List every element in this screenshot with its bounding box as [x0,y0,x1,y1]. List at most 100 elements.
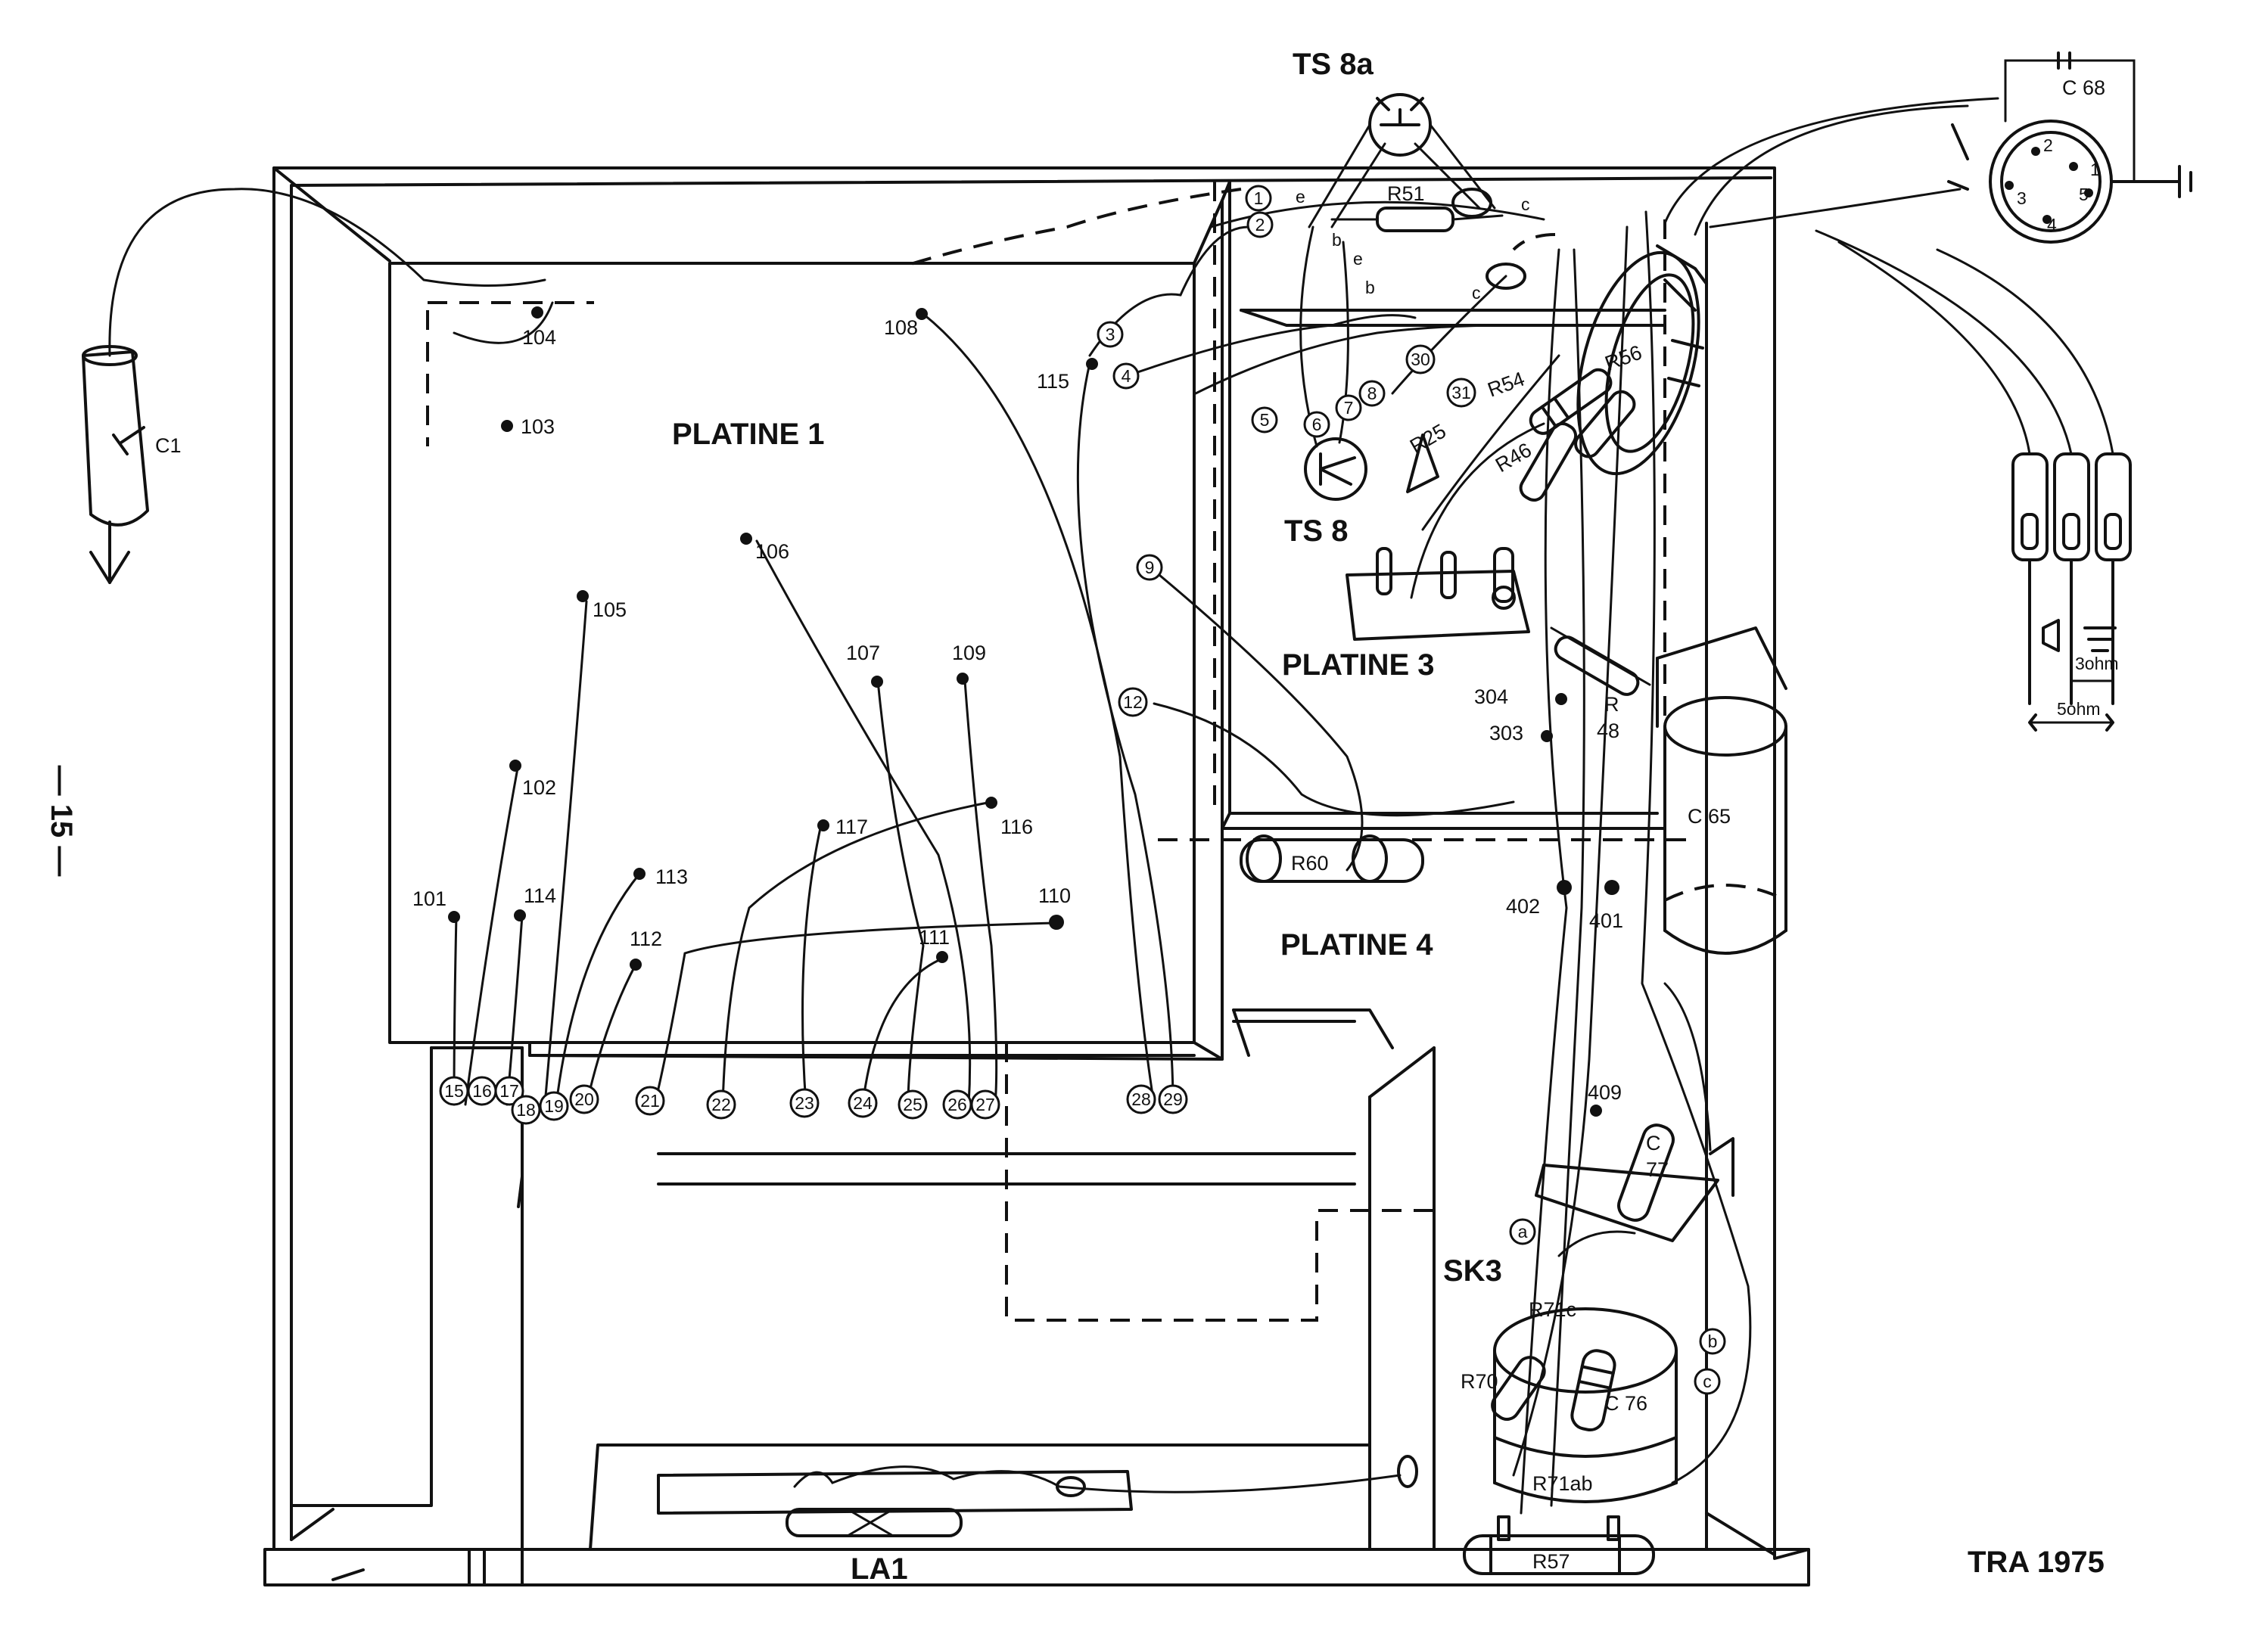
c68-label: C 68 [2062,76,2105,99]
la1-lamp [657,1455,1418,1537]
la1-label: LA1 [851,1552,908,1586]
platine-4-label: PLATINE 4 [1280,928,1433,962]
svg-text:c: c [1703,1372,1712,1391]
svg-text:2: 2 [1255,215,1265,235]
terminal-31: 31 [1446,378,1476,408]
svg-text:a: a [1518,1222,1528,1241]
point-108: 108 [884,308,928,339]
c65-capacitor [1656,626,1787,955]
svg-text:7: 7 [1344,398,1354,418]
terminal-27: 27 [970,1089,1000,1120]
terminal-20: 20 [569,1084,599,1114]
r48-label-a: R [1604,693,1619,716]
terminal-4: 4 [1112,362,1140,390]
base-label-1: b [1332,230,1342,250]
svg-text:110: 110 [1038,884,1071,907]
svg-text:26: 26 [947,1095,967,1114]
collector-label-2: c [1472,283,1481,303]
terminal-strip-platine3 [1346,547,1530,641]
point-109: 109 [952,642,986,685]
svg-text:103: 103 [521,415,555,438]
svg-text:402: 402 [1506,895,1540,918]
point-116: 116 [985,797,1033,838]
terminal-29: 29 [1158,1084,1188,1114]
svg-text:4: 4 [1122,366,1131,386]
svg-text:9: 9 [1145,558,1155,577]
c65-label: C 65 [1688,805,1731,828]
c77-label-a: C [1646,1132,1661,1154]
ts8-label: TS 8 [1284,514,1348,548]
svg-text:304: 304 [1474,685,1508,708]
point-402: 402 [1506,880,1572,918]
point-114: 114 [514,884,556,921]
svg-text:20: 20 [574,1089,594,1109]
din-pin-1: 1 [2090,160,2100,179]
terminal-1: 1 [1245,185,1272,212]
point-106: 106 [740,533,789,563]
svg-text:18: 18 [516,1100,536,1120]
terminal-8: 8 [1358,380,1386,407]
terminal-16: 16 [467,1076,497,1106]
c1-label: C1 [155,434,182,457]
point-117: 117 [817,816,868,838]
terminal-15: 15 [439,1076,469,1106]
terminal-25: 25 [898,1089,928,1120]
point-105: 105 [577,590,627,621]
terminal-a: a [1509,1218,1536,1245]
svg-text:111: 111 [919,926,950,949]
c68-din-socket [1947,51,2192,244]
ts8a-label: TS 8a [1293,48,1374,81]
terminal-26: 26 [942,1089,972,1120]
terminal-2: 2 [1246,211,1274,238]
svg-text:401: 401 [1589,909,1623,932]
svg-text:17: 17 [499,1081,519,1101]
svg-text:28: 28 [1131,1089,1151,1109]
emitter-label-2: e [1353,249,1363,269]
c76-label: C 76 [1604,1392,1647,1415]
r51-resistor [1330,188,1526,290]
svg-text:21: 21 [640,1091,660,1111]
din-pin-4: 4 [2047,215,2057,235]
point-103: 103 [501,415,555,438]
svg-text:116: 116 [1000,816,1033,838]
terminal-12: 12 [1118,687,1148,717]
component-labels: PLATINE 1 PLATINE 3 PLATINE 4 TS 8a TS 8… [45,48,2119,1586]
platine-3-label: PLATINE 3 [1282,648,1435,682]
r56-label: R56 [1602,341,1645,375]
terminal-17: 17 [494,1076,524,1106]
r51-label: R51 [1387,182,1425,205]
svg-text:102: 102 [522,776,556,799]
terminal-5: 5 [1251,406,1278,434]
ts8a-transistor [1308,93,1496,228]
c1-capacitor [82,188,546,584]
din-pin-2: 2 [2043,135,2053,155]
r48-label-b: 48 [1597,719,1619,742]
terminal-6: 6 [1303,411,1330,438]
solder-points: 101 102 103 104 105 106 107 108 109 110 … [412,306,1623,1117]
svg-text:114: 114 [524,884,556,907]
resistor-cluster [1406,244,1708,502]
point-102: 102 [509,760,556,799]
svg-text:303: 303 [1489,722,1523,744]
terminal-28: 28 [1126,1084,1156,1114]
circled-terminals: 1 2 3 4 5 6 7 8 9 12 30 31 15 16 17 18 1… [439,185,1726,1395]
r48-resistor [1550,626,1651,696]
r70-label: R70 [1461,1370,1498,1393]
terminal-9: 9 [1136,554,1163,581]
svg-text:106: 106 [755,540,789,563]
c77-label-b: 77 [1646,1158,1669,1181]
svg-text:112: 112 [630,928,662,950]
svg-text:23: 23 [795,1093,814,1113]
base-label-2: b [1365,278,1375,297]
r60-resistor [1240,834,1424,883]
svg-text:107: 107 [846,642,880,664]
point-401: 401 [1589,880,1623,932]
point-303: 303 [1489,722,1553,744]
terminal-23: 23 [789,1088,820,1118]
svg-text:113: 113 [655,865,688,888]
svg-text:15: 15 [444,1081,464,1101]
svg-text:31: 31 [1451,383,1471,402]
terminal-22: 22 [706,1089,736,1120]
svg-text:30: 30 [1411,350,1430,369]
